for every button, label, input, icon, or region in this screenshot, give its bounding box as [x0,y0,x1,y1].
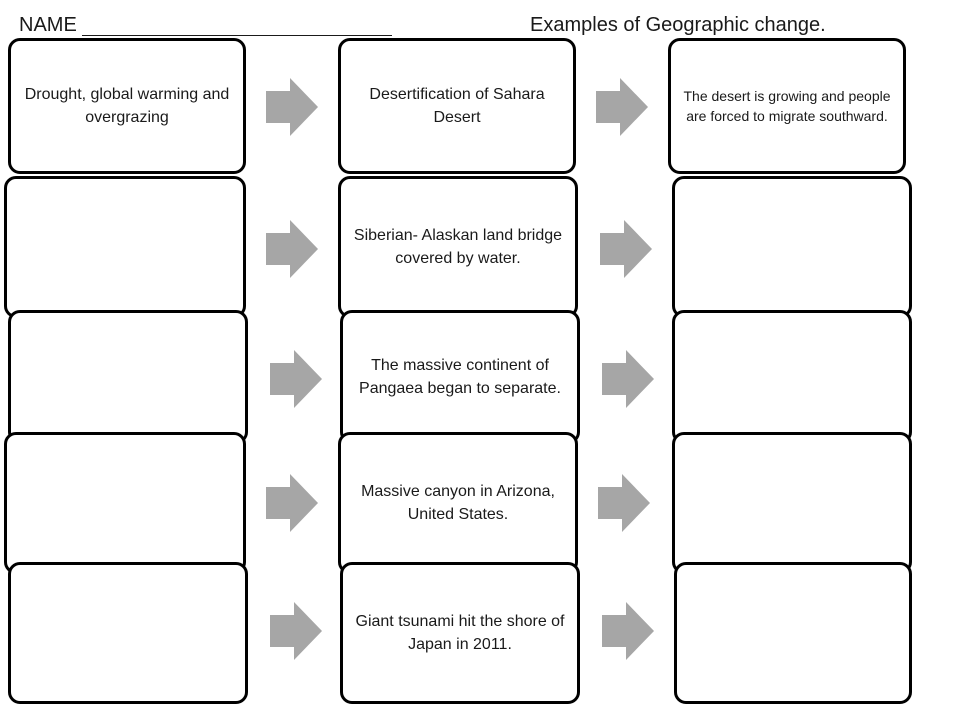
arrow-right-icon [266,474,318,532]
change-box-4: Massive canyon in Arizona, United States… [338,432,578,574]
cause-box-2[interactable] [4,176,246,318]
effect-box-1: The desert is growing and people are for… [668,38,906,174]
cause-box-4[interactable] [4,432,246,574]
arrow-right-icon [266,78,318,136]
cause-box-1: Drought, global warming and overgrazing [8,38,246,174]
arrow-right-icon [270,350,322,408]
change-box-5: Giant tsunami hit the shore of Japan in … [340,562,580,704]
arrow-right-icon [270,602,322,660]
arrow-right-icon [602,350,654,408]
arrow-right-icon [598,474,650,532]
name-blank-line[interactable] [82,35,392,36]
change-box-1: Desertification of Sahara Desert [338,38,576,174]
cause-box-5[interactable] [8,562,248,704]
page-title: Examples of Geographic change. [530,14,826,36]
arrow-right-icon [602,602,654,660]
name-label: NAME [19,14,77,36]
effect-box-5[interactable] [674,562,912,704]
change-box-3: The massive continent of Pangaea began t… [340,310,580,444]
arrow-right-icon [266,220,318,278]
effect-box-4[interactable] [672,432,912,574]
arrow-right-icon [596,78,648,136]
arrow-right-icon [600,220,652,278]
cause-box-3[interactable] [8,310,248,444]
effect-box-3[interactable] [672,310,912,444]
effect-box-2[interactable] [672,176,912,318]
change-box-2: Siberian- Alaskan land bridge covered by… [338,176,578,318]
